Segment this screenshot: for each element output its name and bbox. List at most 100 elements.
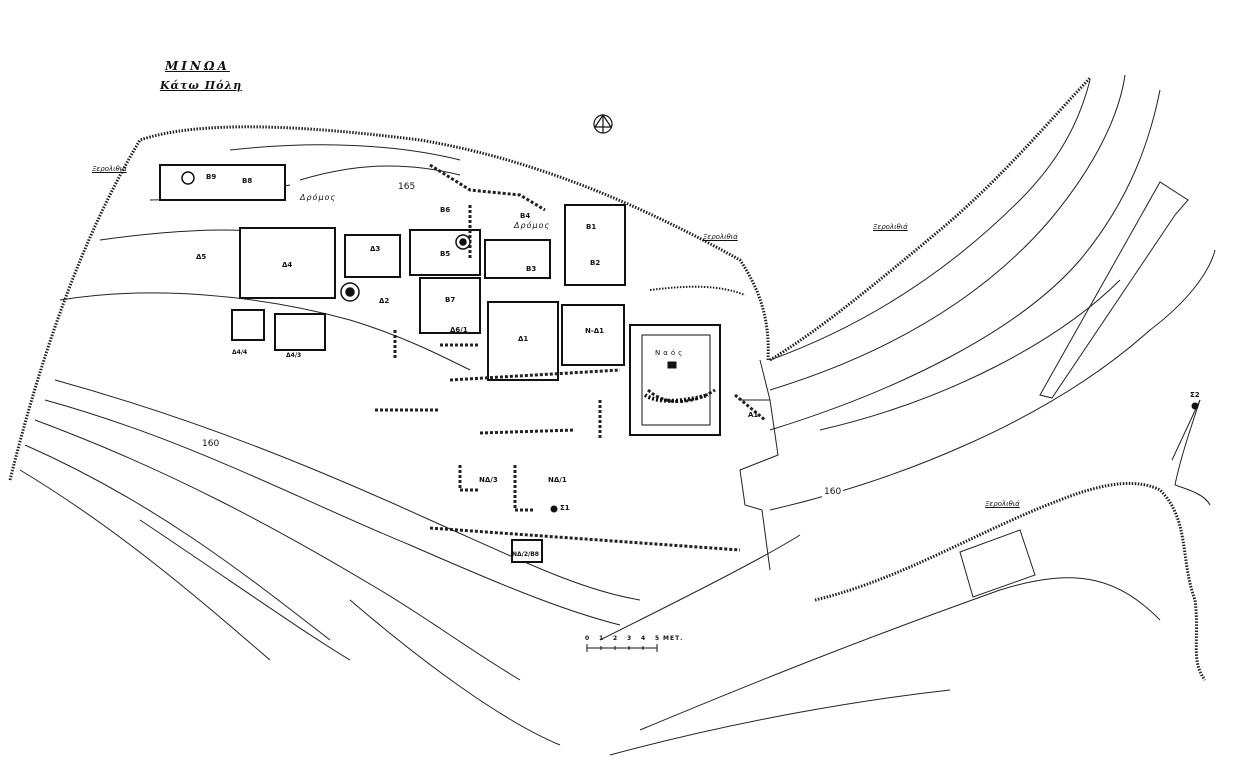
dry-stone-wall [814, 482, 1207, 681]
room-label: Β5 [440, 250, 451, 258]
contour-label: 165 [396, 182, 418, 192]
contour-line [99, 229, 261, 241]
dry-stone-wall [769, 76, 1092, 362]
scale-tick-label: 2 [613, 635, 619, 642]
contour-line [349, 599, 561, 746]
room-label: Δ3 [370, 245, 381, 253]
temple-cella [641, 334, 711, 426]
contour-label: 160 [822, 487, 844, 497]
street-label: Δρόμος [300, 193, 337, 202]
wall-rubble [513, 465, 535, 512]
contour-line [769, 74, 1126, 391]
room-label: Β1 [586, 223, 597, 231]
contour-line [1174, 484, 1211, 506]
contour-line [609, 689, 951, 756]
room-label: Β6 [440, 206, 451, 214]
contour-line [19, 469, 271, 661]
terrace-line [1171, 399, 1201, 461]
room-label: Α1 [748, 411, 759, 419]
room-outline [344, 234, 401, 278]
scale-tick-label: 3 [627, 635, 633, 642]
temple-label: Ναός [655, 349, 686, 357]
contour-line [59, 292, 471, 371]
room-label: Β2 [590, 259, 601, 267]
contour-line [54, 379, 641, 601]
contour-line [24, 444, 331, 641]
dry-stone-wall [8, 125, 770, 481]
contour-line [819, 279, 1121, 431]
contour-label: 160 [200, 439, 222, 449]
contour-line [769, 89, 1161, 431]
scale-tick-label: 1 [599, 635, 605, 642]
wall-rubble [429, 526, 741, 552]
room-label: Δ6/1 [450, 326, 468, 334]
contour-line [139, 519, 351, 661]
room-outline [419, 277, 481, 334]
room-label: Ν-Δ1 [585, 327, 605, 335]
wall-rubble [449, 368, 621, 382]
survey-label: Σ1 [560, 504, 570, 512]
temple-altar [667, 361, 677, 369]
contour-line [1174, 399, 1201, 486]
cistern [181, 171, 195, 185]
room-outline [274, 313, 326, 351]
wall-label: Ξερολιθιά [985, 500, 1020, 508]
wall-rubble [479, 428, 576, 435]
room-label: Β3 [526, 265, 537, 273]
cistern [459, 238, 467, 246]
contour-line [34, 419, 521, 681]
scale-tick-label: 4 [641, 635, 647, 642]
temenos-wall [739, 399, 779, 571]
contour-line [229, 144, 461, 161]
room-outline [561, 304, 625, 366]
dry-stone-wall [649, 285, 746, 296]
room-outline [484, 239, 551, 279]
contour-line [769, 249, 1216, 511]
cistern [345, 287, 355, 297]
room-outline [231, 309, 265, 341]
room-label: Δ5 [196, 253, 207, 261]
rectangular-structure [959, 529, 1036, 598]
scale-tick-label: 5 [655, 635, 661, 642]
room-outline [159, 164, 286, 201]
room-label: Β9 [206, 173, 217, 181]
survey-point-s1 [550, 505, 558, 513]
contour-line [44, 399, 621, 626]
street-label: Δρόμος [514, 221, 551, 230]
terrace-line [759, 359, 771, 401]
room-outline [564, 204, 626, 286]
room-label: Β4 [520, 212, 531, 220]
room-outline [239, 227, 336, 299]
plan-title: ΜΙΝΩΑ [165, 59, 230, 73]
room-label: Δ1 [518, 335, 529, 343]
scale-unit: ΜΕΤ. [663, 635, 684, 642]
wall-label: Ξερολιθιά [703, 233, 738, 241]
room-label: Δ4 [282, 261, 293, 269]
contour-line [639, 577, 1161, 731]
wall-label: Ξερολιθιά [92, 165, 127, 173]
contour-line [769, 79, 1091, 361]
long-wall-structure [1039, 181, 1189, 399]
contour-line [599, 534, 801, 641]
survey-label: Σ2 [1190, 391, 1200, 399]
room-label: ΝΔ/2/Β8 [512, 551, 539, 558]
survey-point-s2 [1191, 402, 1199, 410]
scale-bar [586, 644, 658, 652]
room-label: Δ4/4 [232, 349, 248, 356]
wall-rubble [734, 393, 766, 422]
wall-label: Ξερολιθιά [873, 223, 908, 231]
room-outline [487, 301, 559, 381]
plan-subtitle: Κάτω Πόλη [160, 79, 243, 92]
scale-tick-label: 0 [585, 635, 591, 642]
room-label: Δ4/3 [286, 352, 302, 359]
north-arrow-icon [593, 113, 613, 134]
room-label: ΝΔ/3 [479, 476, 498, 484]
wall-rubble [429, 163, 546, 212]
room-outline [511, 539, 543, 563]
room-label: Β8 [242, 177, 253, 185]
room-label: Β7 [445, 296, 456, 304]
room-outline [629, 324, 721, 436]
temple-rubble [643, 393, 709, 403]
room-label: ΝΔ/1 [548, 476, 567, 484]
